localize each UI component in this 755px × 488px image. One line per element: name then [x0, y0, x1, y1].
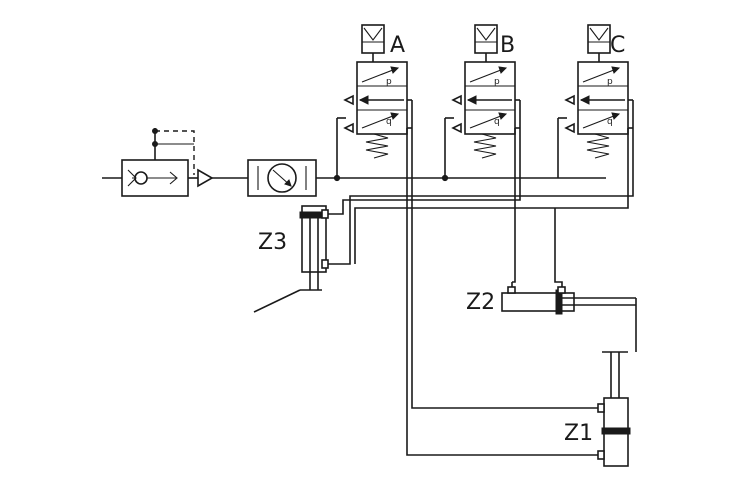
valve-b-port-top: p: [494, 77, 500, 87]
valve-c: C p q: [564, 24, 633, 159]
cylinder-z1-label: Z1: [564, 421, 593, 446]
valve-c-port-top: p: [607, 77, 613, 87]
valve-a: A p q: [343, 24, 412, 159]
cylinder-z1: Z1: [564, 351, 631, 467]
cylinder-z2: Z2: [466, 286, 637, 352]
cylinder-z3-label: Z3: [258, 230, 287, 255]
valve-c-port-bottom: q: [607, 117, 613, 127]
cylinder-z2-label: Z2: [466, 290, 495, 315]
valve-b: B p q: [451, 24, 520, 159]
cylinder-z3: Z3: [253, 205, 329, 313]
pressure-gauge-unit: [247, 159, 317, 197]
valve-a-working-lines: [406, 100, 602, 456]
valve-a-port-top: p: [386, 77, 392, 87]
lubricator-triangle: [188, 168, 248, 188]
filter-regulator-unit: [121, 128, 195, 197]
valve-b-port-bottom: q: [494, 117, 500, 127]
main-pressure-line: [316, 117, 606, 182]
valve-b-label: B: [500, 33, 515, 58]
valve-a-label: A: [390, 33, 405, 58]
valve-c-label: C: [610, 33, 625, 58]
valve-a-port-bottom: q: [386, 117, 392, 127]
